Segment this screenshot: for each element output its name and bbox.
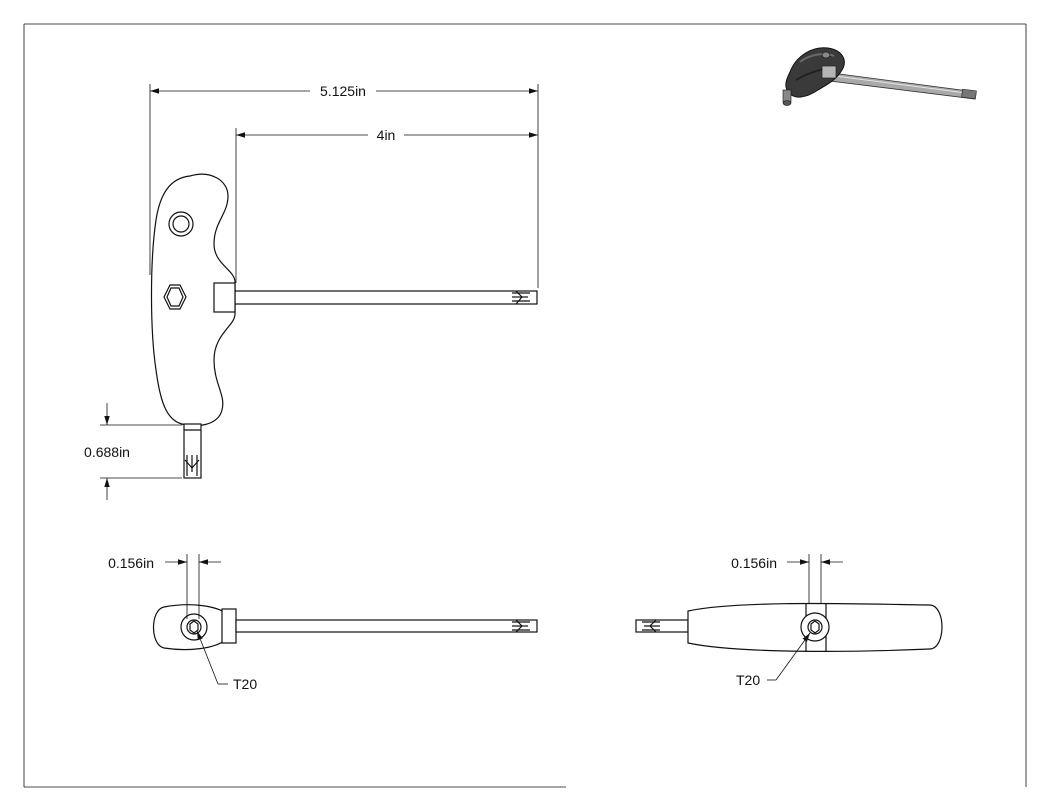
callout-right-torx: T20 [736, 672, 760, 688]
dimension-left-width: 0.156in [108, 555, 154, 571]
shaft-collar [213, 282, 236, 313]
dimension-right-width: 0.156in [731, 555, 777, 571]
shaft-left-view [235, 619, 538, 633]
handle-outline [150, 173, 236, 427]
sheet-border [23, 23, 1027, 788]
dimension-short-arm-length: 0.688in [84, 444, 130, 460]
socket-left [180, 613, 208, 641]
callout-left-torx: T20 [233, 676, 257, 692]
top-view-left: 0.156in T20 [108, 554, 538, 692]
dimension-shaft-length: 4in [377, 127, 396, 143]
torx-tip-left-view [512, 619, 530, 633]
front-view: 5.125in 4in 0.688in [84, 83, 539, 500]
dimension-overall-length: 5.125in [320, 83, 366, 99]
shaft [234, 290, 538, 305]
socket-right [800, 612, 830, 642]
isometric-view [782, 47, 977, 106]
collar-left [221, 608, 237, 644]
torx-tip-short [184, 455, 200, 476]
torx-tip-right-view [642, 619, 660, 633]
iso-shaft [829, 72, 977, 100]
top-view-right: 0.156in T20 [635, 554, 943, 688]
torx-tip-long [512, 290, 530, 305]
